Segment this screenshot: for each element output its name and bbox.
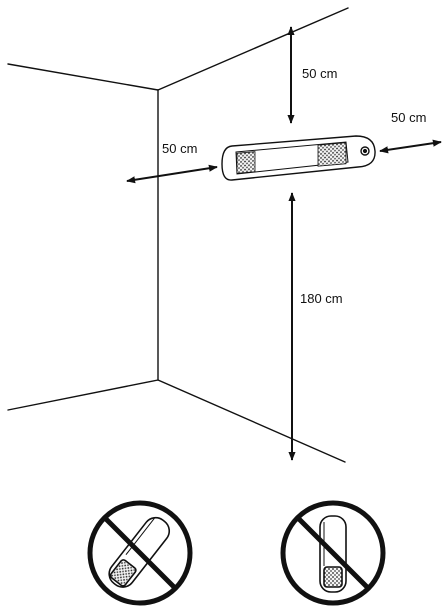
back-wall-ceiling-edge [157,7,349,91]
vertical-heater-glyph [319,515,347,593]
heater-grille-right [317,142,347,167]
back-wall-floor-edge [157,379,346,463]
left-wall-floor-edge [7,379,159,411]
prohibited-tilted-mounting-icon [87,500,193,606]
room-walls [7,7,349,463]
left-clearance-label: 50 cm [162,141,197,156]
heater-end-cap-dot [362,148,368,154]
right-clearance-arrow [379,139,442,154]
left-wall-ceiling-edge [7,63,159,91]
floor-clearance-label: 180 cm [300,291,343,306]
heater-unit [221,135,376,181]
prohibited-vertical-mounting-icon [280,500,386,606]
heater-grille-left [236,151,256,174]
top-clearance-label: 50 cm [302,66,337,81]
dimension-arrows [126,26,442,461]
left-clearance-arrow [126,164,218,184]
right-clearance-label: 50 cm [391,110,426,125]
